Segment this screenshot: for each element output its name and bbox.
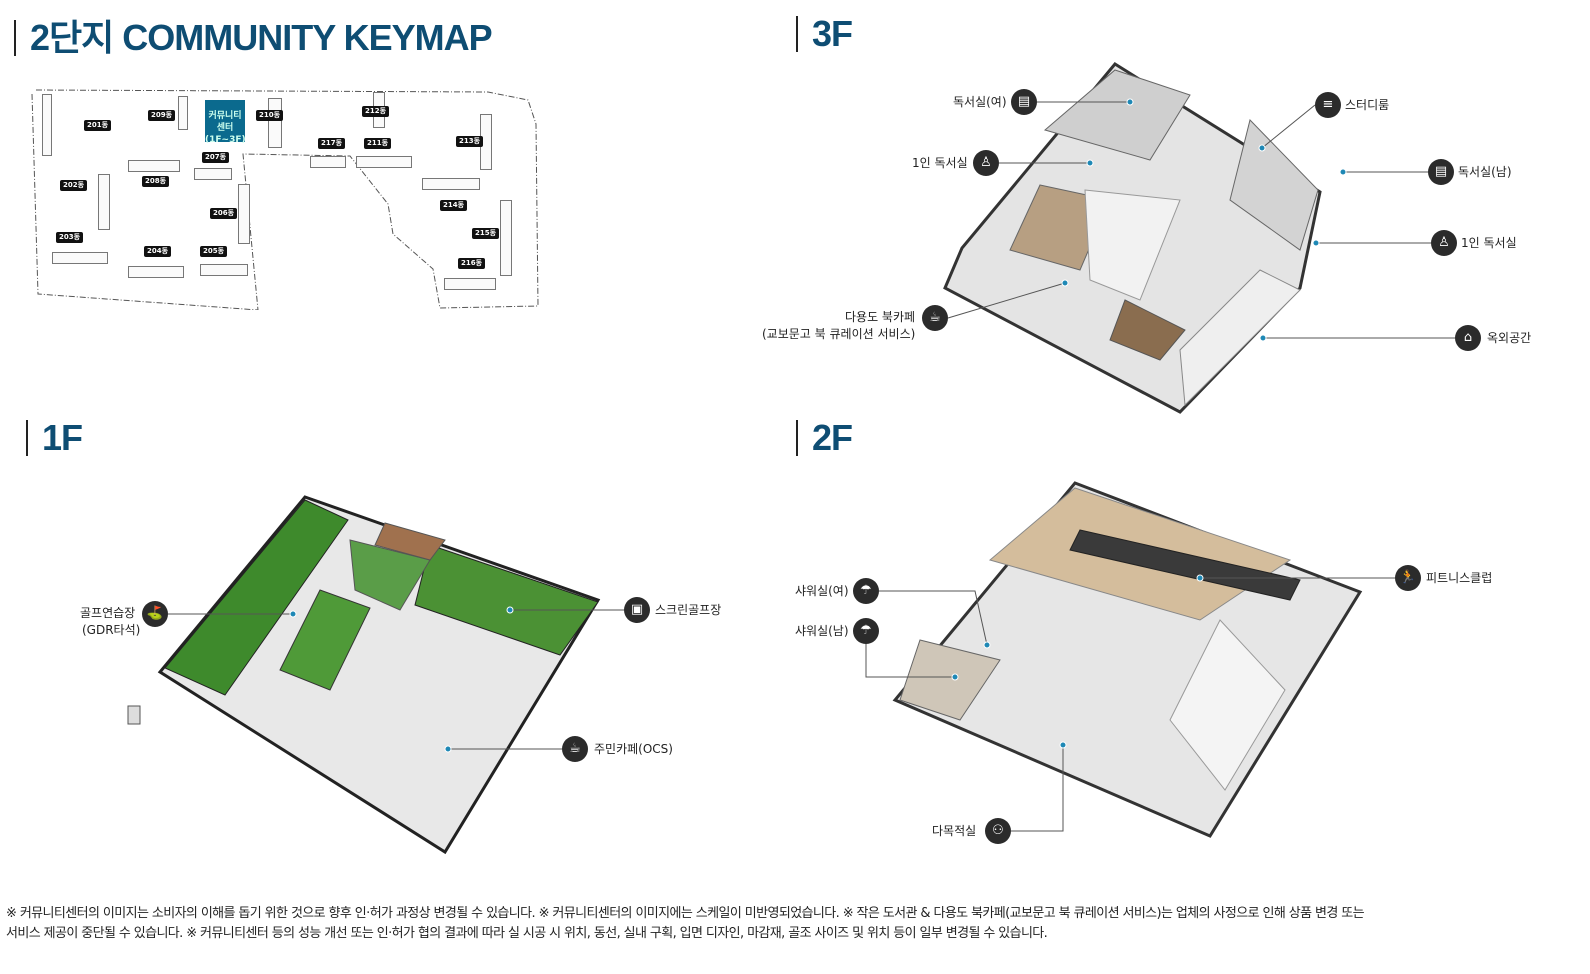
label-shower-female: 샤워실(여): [795, 584, 849, 598]
book-cafe-icon: ☕: [922, 305, 948, 331]
label-book-cafe-sub: (교보문고 북 큐레이션 서비스): [762, 327, 916, 341]
floor-3f-plan: [943, 62, 1322, 414]
label-golf-range-sub: (GDR타석): [82, 623, 141, 637]
treadmill-icon: 🏃: [1395, 565, 1421, 591]
disclaimer: ※ 커뮤니티센터의 이미지는 소비자의 이해를 돕기 위한 것으로 향후 인·허…: [6, 904, 1586, 944]
building-202-footprint: [98, 174, 110, 230]
building-216-footprint: [444, 278, 496, 290]
building-201-footprint: [42, 94, 52, 156]
label-reading-room-female: 독서실(여): [953, 95, 1007, 109]
building-209-footprint: [178, 96, 188, 130]
callout-lines: [168, 101, 1455, 832]
books-stack-icon: ≡: [1315, 92, 1341, 118]
building-label: 209동: [148, 110, 176, 121]
disclaimer-line-1: ※ 커뮤니티센터의 이미지는 소비자의 이해를 돕기 위한 것으로 향후 인·허…: [6, 906, 1365, 921]
community-center-floors: (1F~3F): [205, 135, 246, 145]
community-keymap: 커뮤니티센터 (1F~3F) 201동 209동 210동 212동 217동 2…: [28, 84, 568, 310]
building-208-footprint: [128, 160, 180, 172]
building-203-footprint: [52, 252, 108, 264]
building-label: 206동: [210, 208, 238, 219]
building-label: 205동: [200, 246, 228, 257]
building-label: 210동: [256, 110, 284, 121]
building-207-footprint: [194, 168, 232, 180]
screen-golf-icon: ▣: [624, 597, 650, 623]
coffee-cup-icon: ☕: [562, 736, 588, 762]
label-reading-room-male: 독서실(남): [1458, 165, 1512, 179]
building-label: 201동: [84, 120, 112, 131]
disclaimer-line-2: 서비스 제공이 중단될 수 있습니다. ※ 커뮤니티센터 등의 성능 개선 또는…: [6, 926, 1048, 941]
floor-2f-title: 2F: [796, 418, 853, 458]
building-label: 212동: [362, 106, 390, 117]
floor-2f-plan: [892, 481, 1363, 838]
label-outdoor-space: 옥외공간: [1487, 331, 1532, 345]
floor-1f-title: 1F: [26, 418, 83, 458]
golfer-icon: ⛳: [142, 601, 168, 627]
pavilion-icon: ⌂: [1455, 325, 1481, 351]
building-204-footprint: [128, 266, 184, 278]
label-shower-male: 샤워실(남): [795, 624, 849, 638]
building-label: 202동: [60, 180, 88, 191]
building-label: 211동: [364, 138, 392, 149]
building-label: 208동: [142, 176, 170, 187]
floor-3f-title: 3F: [796, 14, 853, 54]
site-boundary: [31, 89, 539, 310]
community-center-marker: 커뮤니티센터 (1F~3F): [205, 100, 246, 145]
building-label: 203동: [56, 232, 84, 243]
building-214-footprint: [422, 178, 480, 190]
building-label: 214동: [440, 200, 468, 211]
building-205-footprint: [200, 264, 248, 276]
callout-dots: [289, 98, 1347, 753]
keymap-title: 2단지 COMMUNITY KEYMAP: [14, 18, 493, 58]
label-study-room: 스터디룸: [1345, 98, 1390, 112]
building-label: 216동: [458, 258, 486, 269]
shower-icon: ☂: [853, 618, 879, 644]
building-label: 204동: [144, 246, 172, 257]
label-screen-golf: 스크린골프장: [655, 603, 722, 617]
community-center-label: 커뮤니티센터: [208, 111, 242, 133]
group-people-icon: ⚇: [985, 818, 1011, 844]
building-label: 213동: [456, 136, 484, 147]
person-reading-icon: ♙: [973, 150, 999, 176]
label-multipurpose-room: 다목적실: [932, 824, 977, 838]
person-reading-icon: ♙: [1431, 230, 1457, 256]
building-215-footprint: [500, 200, 512, 276]
building-label: 215동: [472, 228, 500, 239]
shower-icon: ☂: [853, 578, 879, 604]
label-book-cafe: 다용도 북카페: [845, 310, 916, 324]
book-icon: ▤: [1011, 89, 1037, 115]
book-icon: ▤: [1428, 159, 1454, 185]
building-label: 207동: [202, 152, 230, 163]
building-217-footprint: [310, 156, 346, 168]
building-label: 217동: [318, 138, 346, 149]
label-resident-cafe: 주민카페(OCS): [594, 742, 673, 756]
kiosk: [127, 705, 141, 725]
building-206-footprint: [238, 184, 250, 244]
label-fitness-club: 피트니스클럽: [1426, 571, 1493, 585]
building-211-footprint: [356, 156, 412, 168]
label-golf-range: 골프연습장: [80, 606, 136, 620]
floor-1f-plan: [127, 495, 601, 855]
label-single-reading-2: 1인 독서실: [1461, 236, 1517, 250]
label-single-reading-1: 1인 독서실: [912, 156, 968, 170]
